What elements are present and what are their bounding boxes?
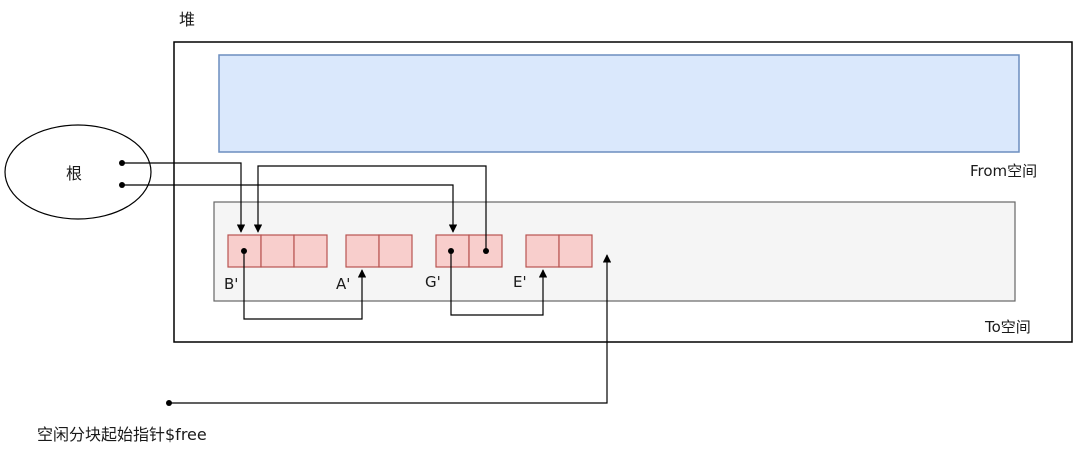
from-space-box (218, 54, 1020, 153)
object-g (435, 234, 503, 268)
object-b (227, 234, 328, 268)
object-e-cell-2 (558, 234, 593, 268)
pointer-g-to-b (253, 165, 487, 251)
free-pointer-arrow (169, 254, 612, 404)
pointer-root-to-g (122, 184, 458, 233)
from-space-label: From空间 (970, 162, 1037, 180)
free-pointer-label: 空闲分块起始指针$free (37, 425, 207, 444)
heap-label: 堆 (179, 10, 195, 29)
to-space-box (213, 201, 1016, 302)
object-g-label: G' (425, 273, 441, 291)
object-b-cell-3 (293, 234, 328, 268)
object-e (525, 234, 593, 268)
object-b-cell-2 (260, 234, 295, 268)
object-e-label: E' (513, 273, 527, 291)
pointer-root-to-b (122, 162, 246, 233)
root-ellipse (4, 124, 152, 220)
object-a (345, 234, 413, 268)
pointer-g-to-e (450, 251, 548, 316)
object-e-cell-1 (525, 234, 560, 268)
object-a-cell-1 (345, 234, 380, 268)
object-b-label: B' (224, 275, 238, 293)
pointer-b-to-a (243, 251, 367, 320)
root-label: 根 (66, 164, 82, 183)
object-a-cell-2 (378, 234, 413, 268)
to-space-label: To空间 (984, 318, 1031, 336)
object-a-label: A' (336, 275, 350, 293)
